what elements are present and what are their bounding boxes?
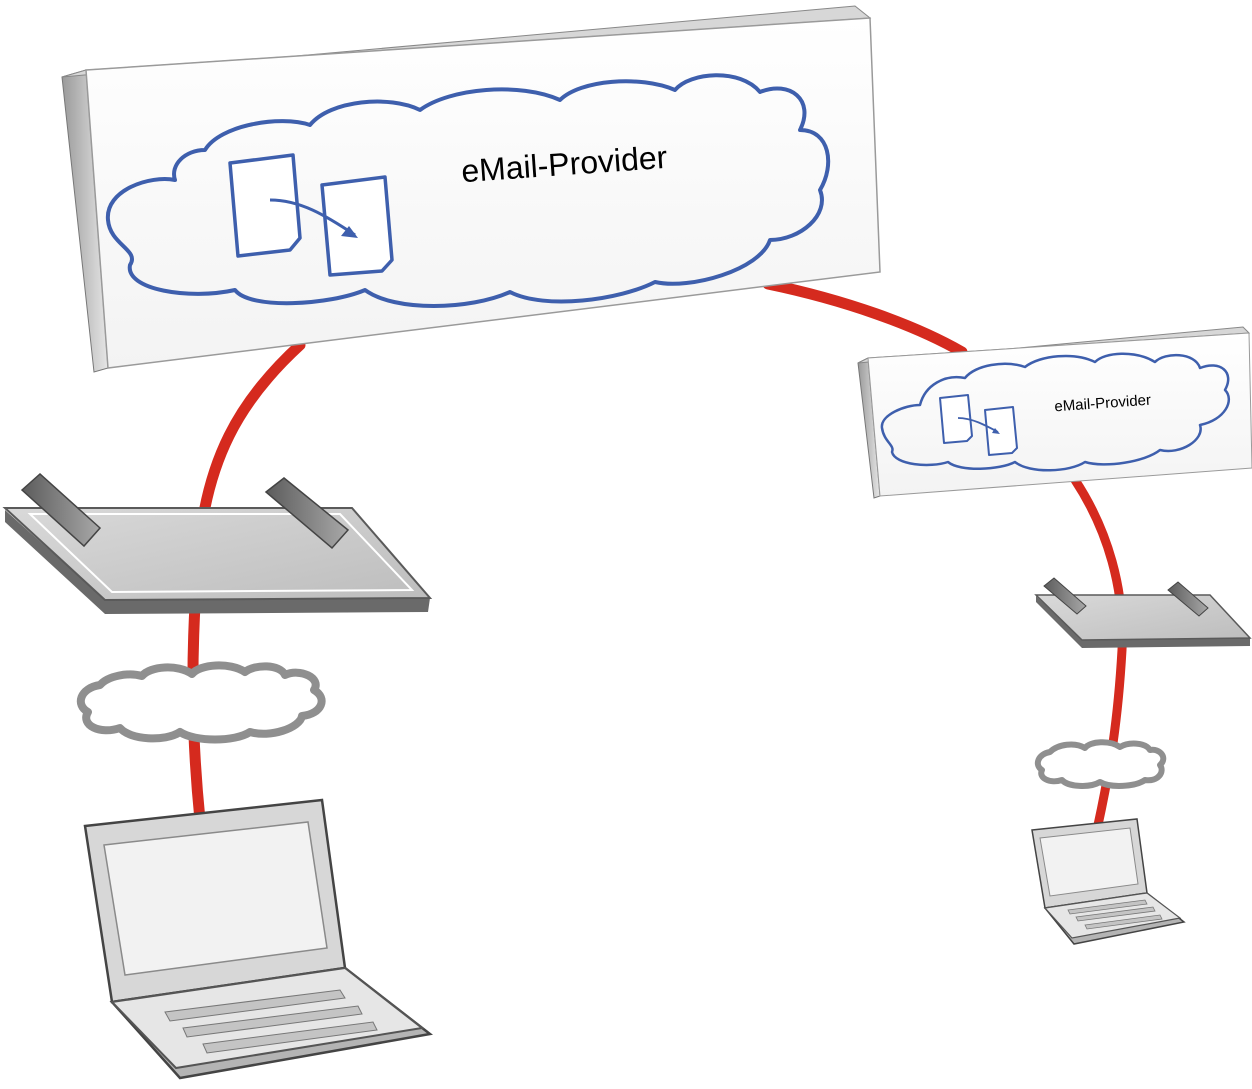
router-inner (27, 513, 415, 594)
router-antenna-left-small (1043, 577, 1087, 615)
router-antenna-right-small (1167, 581, 1209, 617)
document-icon-right (320, 175, 394, 277)
router-icon-left (2, 472, 433, 614)
cloud-with-documents-icon (105, 73, 831, 308)
keyboard-row (202, 1021, 378, 1054)
email-provider-small: eMail-Provider (857, 326, 1252, 499)
provider-link-line (762, 278, 968, 358)
provider-label-small: eMail-Provider (1054, 392, 1152, 416)
transfer-arrow-icon (269, 198, 356, 237)
router-antenna-right (264, 477, 350, 550)
document-icon-left-small (939, 394, 973, 444)
laptop-icon-left (83, 798, 433, 1080)
keyboard-row (1084, 914, 1163, 930)
router-side (5, 510, 430, 614)
document-icon-left (228, 153, 302, 258)
keyboard-row (1067, 899, 1148, 915)
keyboard-row (1075, 906, 1156, 922)
provider-box-front-small (867, 332, 1252, 497)
router-antenna-left (20, 472, 102, 548)
router-side-small (1036, 596, 1250, 648)
keyboard-row (182, 1005, 363, 1038)
email-provider-large: eMail-Provider (61, 5, 881, 373)
router-icon-right (1034, 577, 1252, 648)
provider-box-front (85, 17, 881, 369)
laptop-icon-right (1031, 818, 1186, 945)
document-icon-right-small (984, 406, 1018, 456)
keyboard-row (164, 989, 346, 1022)
cloud-with-documents-icon-small (880, 352, 1231, 472)
transfer-arrowhead-icon-small (992, 428, 1000, 434)
laptop-screen (103, 821, 328, 976)
laptop-screen-small (1039, 827, 1139, 897)
transfer-arrowhead-icon (341, 226, 358, 238)
cloud-icon-right (1034, 739, 1167, 789)
cloud-icon-left (76, 661, 326, 744)
